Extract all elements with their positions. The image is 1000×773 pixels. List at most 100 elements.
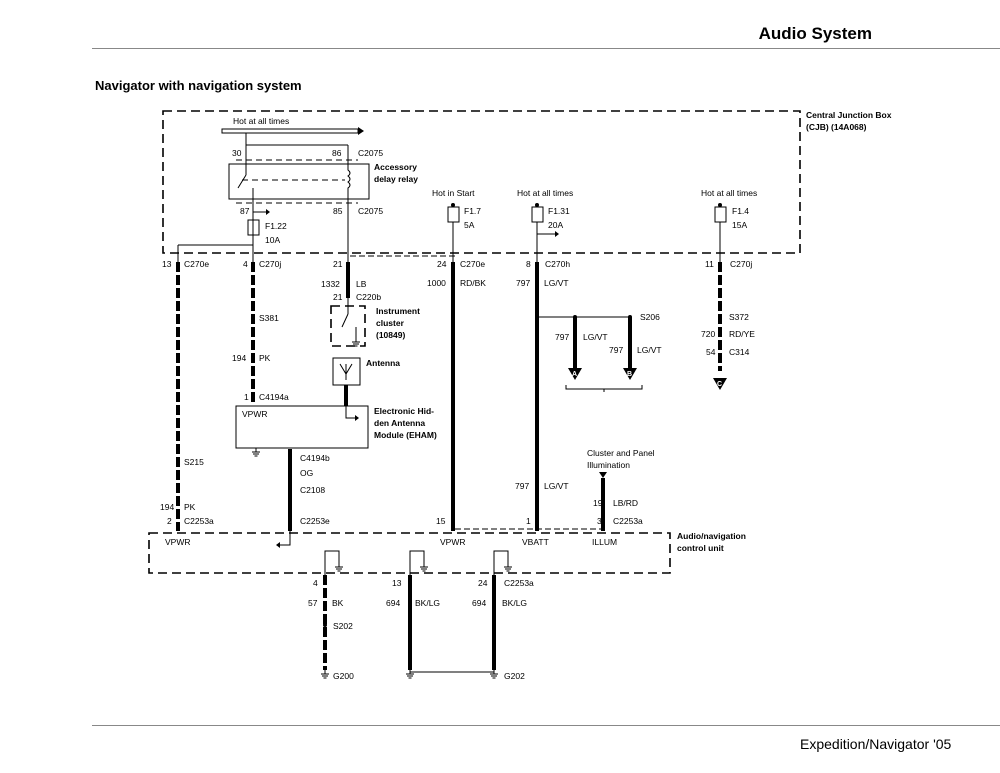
diagram-label: PK — [259, 353, 271, 363]
connector-arrow-b: B — [623, 368, 637, 380]
diagram-label: 3 — [597, 516, 602, 526]
diagram-label: S381 — [259, 313, 279, 323]
diagram-label: 15A — [732, 220, 747, 230]
diagram-label: Cluster and Panel — [587, 448, 655, 458]
footer-rule — [92, 725, 1000, 726]
diagram-label: 85 — [333, 206, 343, 216]
diagram-label: 15 — [436, 516, 446, 526]
diagram-label: RD/YE — [729, 329, 755, 339]
diagram-label: OG — [300, 468, 313, 478]
diagram-label: Audio/navigation — [677, 531, 746, 541]
diagram-label: C4194a — [259, 392, 289, 402]
diagram-label: BK/LG — [502, 598, 527, 608]
diagram-label: 24 — [478, 578, 488, 588]
diagram-label: Hot at all times — [701, 188, 757, 198]
diagram-label: F1.31 — [548, 206, 570, 216]
diagram-label: 54 — [706, 347, 716, 357]
diagram-label: Hot in Start — [432, 188, 475, 198]
instrument-cluster: Instrument cluster (10849) — [330, 298, 420, 347]
diagram-label: cluster — [376, 318, 405, 328]
diagram-label: control unit — [677, 543, 724, 553]
diagram-label: BK — [332, 598, 344, 608]
diagram-label: (10849) — [376, 330, 405, 340]
diagram-label: 19 — [593, 498, 603, 508]
diagram-label: 194 — [160, 502, 174, 512]
diagram-label: B — [627, 371, 632, 378]
diagram-label: BK/LG — [415, 598, 440, 608]
accessory-delay-relay: 30 86 C2075 Accessory delay relay 87 85 … — [228, 133, 418, 262]
diagram-label: S215 — [184, 457, 204, 467]
diagram-label: LG/VT — [544, 481, 569, 491]
diagram-label: VBATT — [522, 537, 549, 547]
diagram-label: 797 — [555, 332, 569, 342]
power-bus-arrow — [221, 127, 364, 135]
diagram-label: (CJB) (14A068) — [806, 122, 867, 132]
fuse-f1-7: Hot in Start F1.7 5A — [432, 188, 481, 262]
diagram-label: 21 — [333, 292, 343, 302]
diagram-label: C2253a — [613, 516, 643, 526]
diagram-label: LG/VT — [583, 332, 608, 342]
diagram-label: C270h — [545, 259, 570, 269]
diagram-label: Module (EHAM) — [374, 430, 437, 440]
diagram-label: 4 — [243, 259, 248, 269]
diagram-label: 797 — [516, 278, 530, 288]
diagram-label: 1 — [244, 392, 249, 402]
diagram-label: C2075 — [358, 206, 383, 216]
diagram-label: Instrument — [376, 306, 420, 316]
diagram-label: 694 — [472, 598, 486, 608]
diagram-label: 11 — [705, 259, 714, 269]
diagram-label: delay relay — [374, 174, 418, 184]
diagram-label: 194 — [232, 353, 246, 363]
antenna: Antenna — [332, 357, 400, 406]
diagram-label: Antenna — [366, 358, 400, 368]
diagram-label: Hot at all times — [517, 188, 573, 198]
header-rule — [92, 48, 1000, 49]
diagram-label: 1 — [526, 516, 531, 526]
diagram-label: C270e — [460, 259, 485, 269]
diagram-label: S206 — [640, 312, 660, 322]
diagram-label: C314 — [729, 347, 750, 357]
diagram-label: A — [572, 371, 577, 378]
diagram-label: 694 — [386, 598, 400, 608]
diagram-label: F1.4 — [732, 206, 749, 216]
diagram-subtitle: Navigator with navigation system — [95, 78, 302, 93]
diagram-label: 2 — [167, 516, 172, 526]
ground-g202: G202 — [504, 671, 525, 681]
diagram-label: LB — [356, 279, 367, 289]
diagram-label: VPWR — [242, 409, 268, 419]
diagram-label: C2075 — [358, 148, 383, 158]
diagram-label: VPWR — [165, 537, 191, 547]
diagram-label: 5A — [464, 220, 475, 230]
page-header-title: Audio System — [758, 24, 872, 43]
connector-arrow-a: A — [568, 368, 582, 380]
diagram-label: F1.7 — [464, 206, 481, 216]
diagram-label: LB/RD — [613, 498, 638, 508]
diagram-label: 87 — [240, 206, 250, 216]
diagram-label: 797 — [515, 481, 529, 491]
diagram-label: 4 — [313, 578, 318, 588]
diagram-label: 1000 — [427, 278, 446, 288]
diagram-label: 13 — [392, 578, 402, 588]
diagram-label: 10A — [265, 235, 280, 245]
diagram-label: C2253a — [504, 578, 534, 588]
audio-navigation-control-unit: Audio/navigation control unit VPWR VPWR … — [148, 528, 746, 575]
diagram-label: LG/VT — [637, 345, 662, 355]
diagram-label: Accessory — [374, 162, 417, 172]
footer-text: Expedition/Navigator '05 — [800, 736, 952, 752]
diagram-label: 797 — [609, 345, 623, 355]
eham-module: VPWR Electronic Hid- den Antenna Module … — [235, 405, 437, 457]
diagram-label: 21 — [333, 259, 343, 269]
diagram-label: F1.22 — [265, 221, 287, 231]
diagram-label: C2108 — [300, 485, 325, 495]
diagram-label: VPWR — [440, 537, 466, 547]
diagram-label: 24 — [437, 259, 447, 269]
diagram-label: S372 — [729, 312, 749, 322]
diagram-label: Central Junction Box — [806, 110, 892, 120]
diagram-label: ILLUM — [592, 537, 617, 547]
fuse-f1-4: Hot at all times F1.4 15A — [701, 188, 757, 262]
diagram-label: C — [717, 381, 722, 388]
diagram-label: Illumination — [587, 460, 630, 470]
